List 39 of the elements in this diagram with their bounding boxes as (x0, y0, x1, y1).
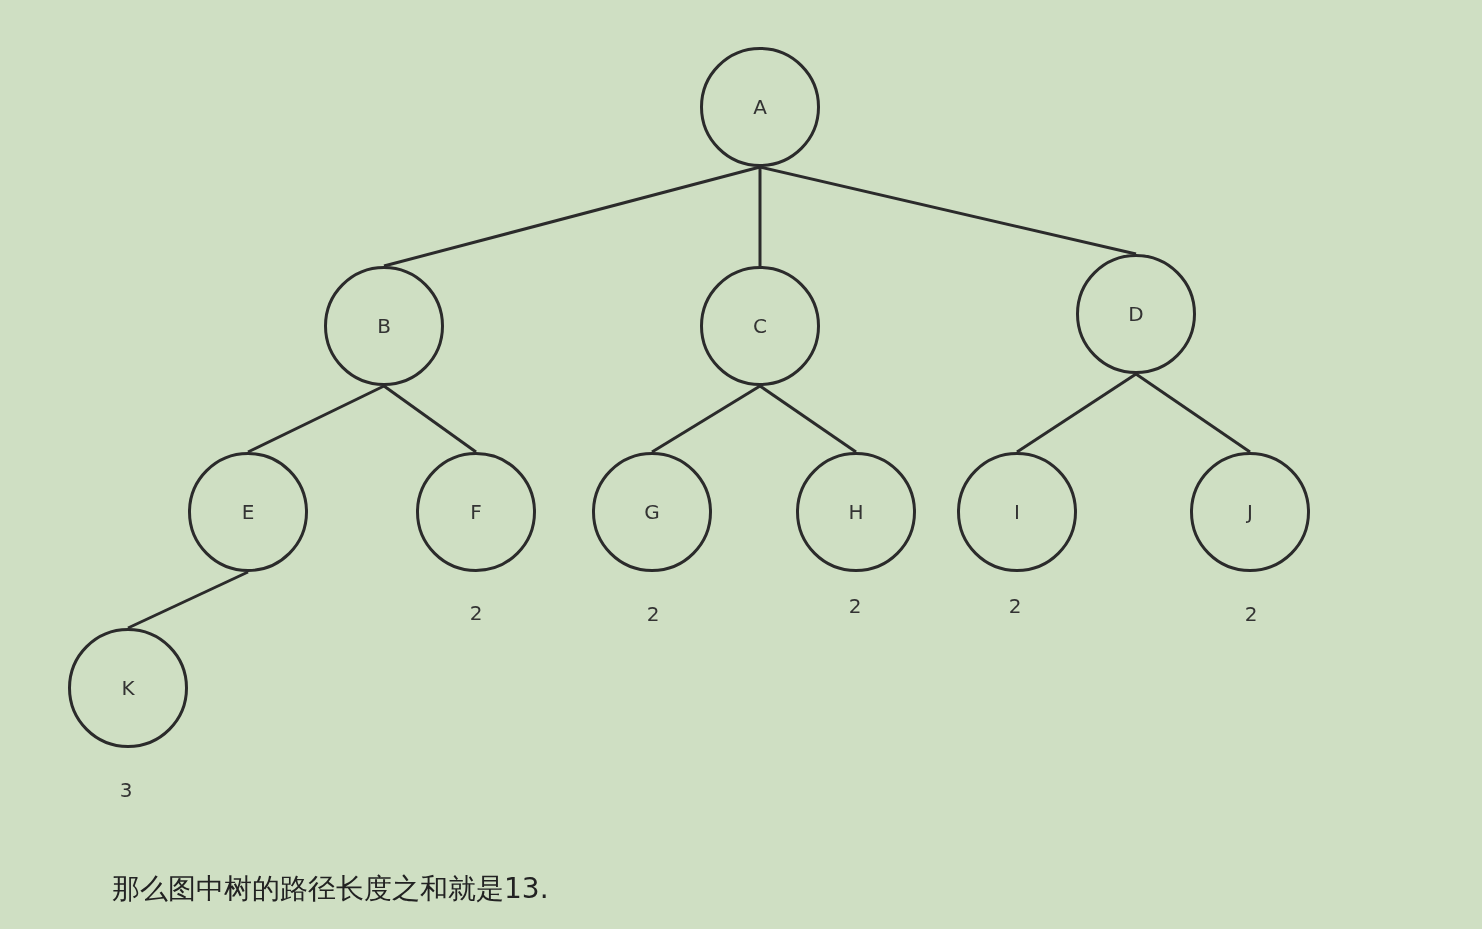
tree-node-circle (188, 452, 308, 572)
tree-node-circle (68, 628, 188, 748)
tree-edge-line (383, 384, 477, 454)
node-label: J (1247, 500, 1253, 524)
path-length-label: 2 (1244, 602, 1258, 626)
tree-edge-line (651, 384, 761, 454)
node-label: C (753, 314, 767, 338)
node-label: H (848, 500, 864, 524)
tree-node-circle (324, 266, 444, 386)
path-length-label: 2 (848, 594, 862, 618)
tree-node-circle (1076, 254, 1196, 374)
node-label: B (377, 314, 391, 338)
node-label: F (470, 500, 482, 524)
node-label: D (1128, 302, 1144, 326)
tree-edge-line (127, 570, 249, 630)
tree-edge-line (1016, 372, 1137, 454)
path-length-label: 3 (119, 778, 133, 802)
tree-edge-line (247, 384, 385, 454)
tree-edge-line (759, 384, 857, 454)
tree-edge-line (383, 165, 761, 268)
tree-edge-line (759, 165, 1137, 256)
node-label: G (644, 500, 660, 524)
tree-node-circle (1190, 452, 1310, 572)
path-length-label: 2 (646, 602, 660, 626)
node-label: A (753, 95, 767, 119)
node-label: I (1014, 500, 1020, 524)
tree-edge-line (758, 167, 762, 266)
path-length-label: 2 (1008, 594, 1022, 618)
tree-node-circle (700, 266, 820, 386)
node-label: E (241, 500, 255, 524)
caption-text: 那么图中树的路径长度之和就是13. (112, 871, 549, 907)
node-label: K (121, 676, 135, 700)
tree-node-circle (796, 452, 916, 572)
tree-node-circle (592, 452, 712, 572)
tree-edge-line (1135, 372, 1251, 454)
tree-node-circle (416, 452, 536, 572)
tree-node-circle (957, 452, 1077, 572)
tree-node-circle (700, 47, 820, 167)
path-length-label: 2 (469, 601, 483, 625)
